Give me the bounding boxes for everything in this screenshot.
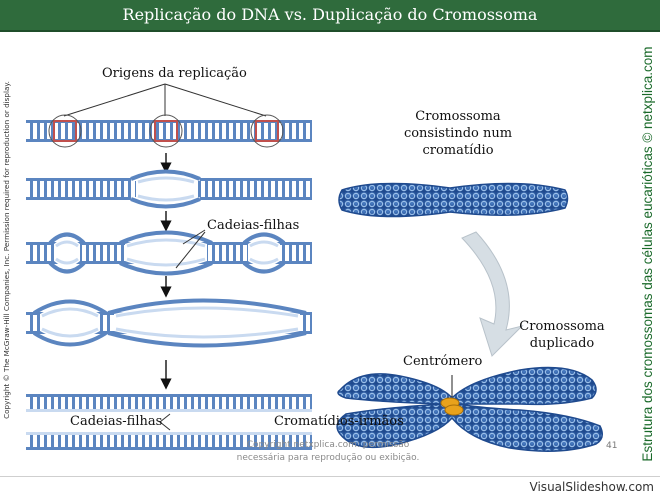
dna-sister-molecules bbox=[26, 394, 312, 450]
title-bar bbox=[0, 0, 660, 32]
label-chromosome-one-chromatid: Cromossoma consistindo num cromatídio bbox=[403, 109, 513, 158]
dna-stage-3 bbox=[26, 230, 312, 276]
dna-stage-4 bbox=[26, 298, 312, 348]
label-centromere: Centrómero bbox=[403, 354, 483, 369]
chromosome-duplicated bbox=[336, 366, 603, 452]
footer-copyright: Copyright netxplica.com: permissão neces… bbox=[236, 440, 420, 463]
dna-stage-2 bbox=[26, 169, 312, 209]
label-origins: Origens da replicação bbox=[102, 66, 247, 81]
label-daughter-strands-bottom: Cadeias-filhas bbox=[70, 414, 163, 429]
duplication-arrow bbox=[461, 231, 524, 357]
replication-diagram bbox=[26, 83, 603, 452]
origin-pointer-lines bbox=[63, 83, 267, 117]
daughter-pointer-lines bbox=[175, 229, 206, 269]
label-sister-chromatids: Cromatídios-irmãos bbox=[274, 414, 404, 429]
watermark[interactable]: VisualSlideshow.com bbox=[529, 480, 654, 494]
origin-boxes bbox=[53, 120, 279, 142]
label-daughter-strands-top: Cadeias-filhas bbox=[207, 218, 300, 233]
footer-bar bbox=[0, 476, 660, 501]
slide-title: Replicação do DNA vs. Duplicação do Crom… bbox=[122, 5, 538, 24]
chromosome-single-chromatid bbox=[338, 182, 569, 218]
label-duplicated-chromosome: Cromossoma duplicado bbox=[519, 319, 605, 351]
centromere-marker-lower bbox=[444, 404, 464, 416]
bracket-marks bbox=[159, 413, 171, 431]
dna-parent bbox=[26, 114, 312, 148]
page-number: 41 bbox=[606, 441, 618, 451]
